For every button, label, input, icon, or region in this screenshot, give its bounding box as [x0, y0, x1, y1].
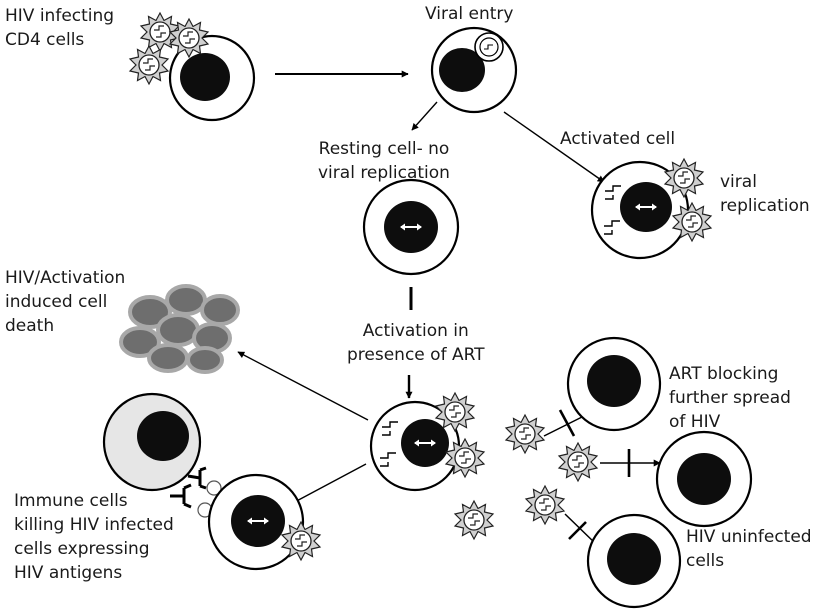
- cd4-cell-infecting: [168, 34, 256, 122]
- infected-target-cell: [207, 473, 305, 571]
- uninfected-cell: [566, 336, 662, 432]
- antigen: [206, 480, 222, 496]
- virus-icon: [129, 45, 169, 85]
- uninfected-cell: [586, 513, 682, 609]
- label-hiv-infecting: HIV infecting CD4 cells: [5, 6, 115, 50]
- label-activation-art: Activation in presence of ART: [347, 321, 485, 365]
- dead-cell-cluster: [119, 284, 240, 374]
- arrow-to-activated: [503, 111, 605, 183]
- cd4-cell-viral-entry: [430, 26, 518, 114]
- virus-icon: [505, 414, 545, 454]
- activated-art-cell: [369, 400, 461, 492]
- label-art-blocking: ART blocking further spread of HIV: [669, 364, 791, 432]
- immune-cell: [102, 392, 202, 492]
- label-activated-cell: Activated cell: [560, 129, 676, 149]
- label-resting-cell: Resting cell- no viral replication: [318, 139, 450, 183]
- label-viral-entry: Viral entry: [425, 4, 514, 24]
- virus-icon: [525, 485, 565, 525]
- arrow-to-cell-death: [237, 351, 369, 421]
- label-immune-cells: Immune cells killing HIV infected cells …: [14, 491, 174, 583]
- label-viral-replication: viral replication: [720, 172, 810, 216]
- virus-icon: [558, 442, 598, 482]
- antibody-receptor: [170, 466, 207, 509]
- label-uninfected: HIV uninfected cells: [686, 527, 812, 571]
- resting-cell: [362, 178, 460, 276]
- blocked-arrow-middle: [600, 449, 661, 477]
- arrow-to-resting: [411, 101, 438, 131]
- label-cell-death: HIV/Activation induced cell death: [5, 268, 126, 336]
- uninfected-cell: [655, 430, 753, 528]
- virus-icon: [454, 500, 494, 540]
